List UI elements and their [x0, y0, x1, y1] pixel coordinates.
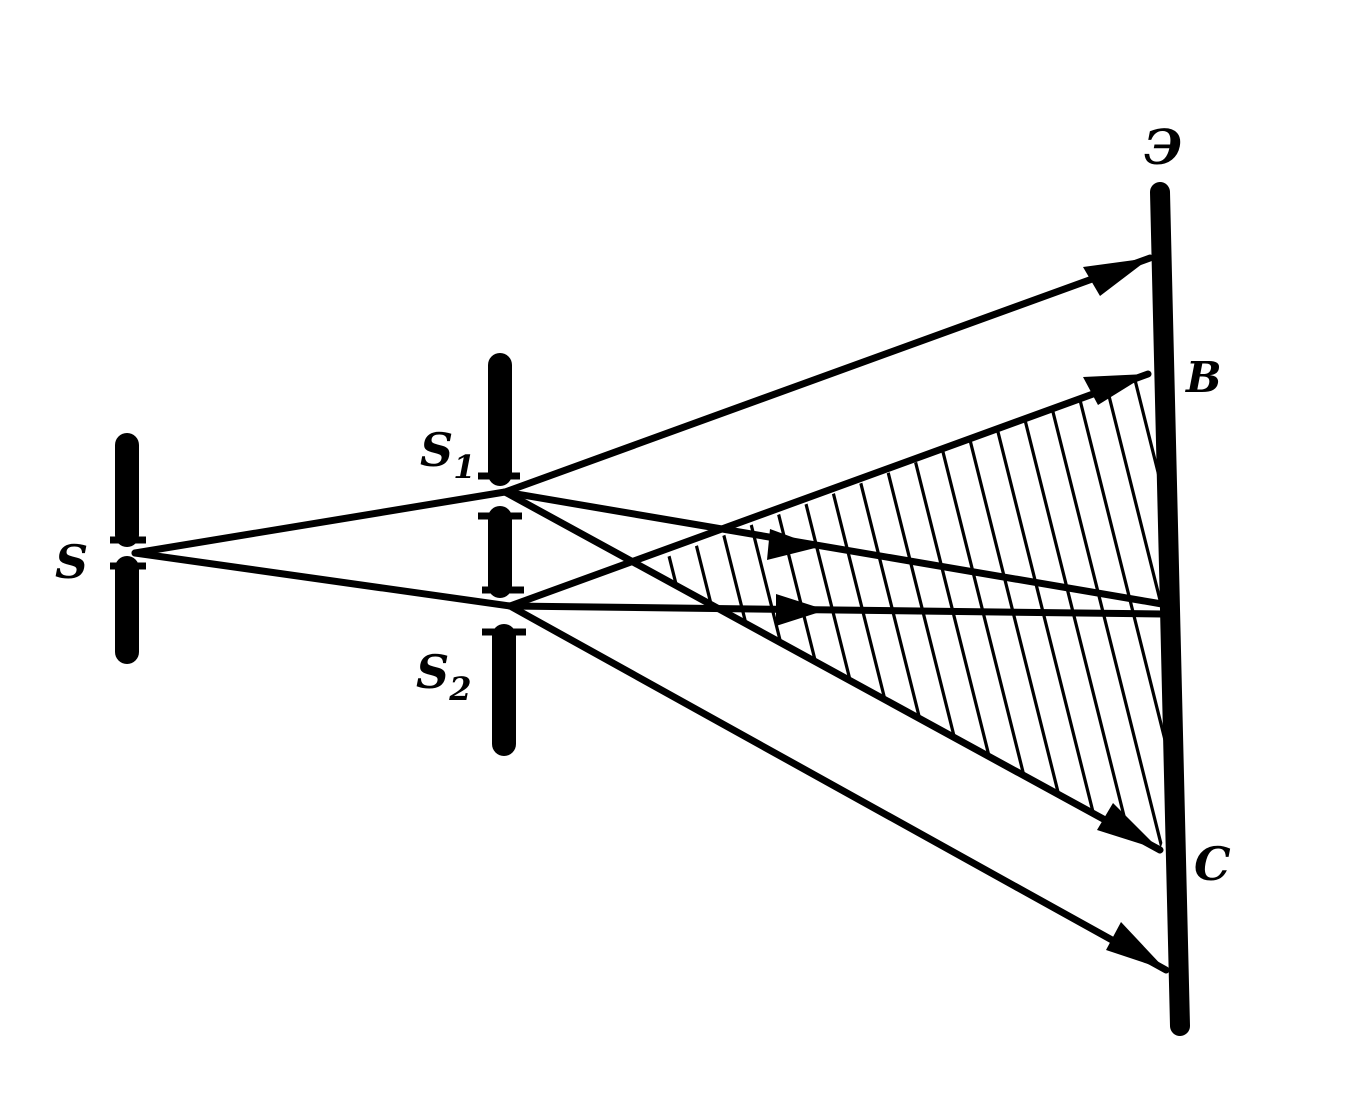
label-slit2: S2	[416, 645, 472, 708]
arrowhead-icon	[776, 594, 826, 626]
hatch-line	[1038, 374, 1170, 850]
arrowheads	[767, 258, 1166, 970]
hatch-line	[1008, 374, 1142, 850]
interference-hatching	[638, 360, 1350, 880]
source-barrier	[110, 433, 146, 664]
hatch-line	[708, 374, 842, 850]
ray-s2-to-screen-bottom	[506, 602, 1170, 974]
label-point-b: B	[1185, 353, 1222, 402]
double-slit-barrier	[478, 353, 526, 756]
arrowhead-icon	[767, 529, 819, 560]
hatch-line	[1220, 360, 1350, 880]
screen	[1150, 182, 1190, 1036]
hatch-line	[638, 374, 692, 850]
labels: S S1 S2 Э B C	[55, 120, 1231, 891]
arrowhead-icon	[1106, 922, 1166, 970]
hatch-line	[648, 374, 782, 850]
label-source: S	[55, 535, 88, 589]
arrowhead-icon	[1083, 258, 1150, 296]
arrowhead-icon	[1097, 803, 1160, 850]
hatch-line	[1128, 374, 1170, 850]
label-slit2-subscript: 2	[448, 670, 471, 708]
ray-s1-to-screen-middle	[501, 488, 1166, 608]
hatch-line	[978, 374, 1112, 850]
interference-region	[638, 360, 1350, 880]
ray-s2-to-screen-middle	[506, 602, 1166, 618]
hatch-line	[638, 374, 752, 850]
label-slit1: S1	[420, 423, 476, 486]
ray-s1-to-point-c	[501, 488, 1164, 854]
label-point-c: C	[1194, 837, 1231, 891]
hatch-line	[738, 374, 872, 850]
label-slit1-subscript: 1	[453, 448, 475, 486]
hatch-line	[1068, 374, 1170, 850]
label-slit1-letter: S	[420, 423, 453, 477]
ray-source-to-s1	[131, 488, 509, 557]
label-slit2-letter: S	[416, 645, 449, 699]
ray-s1-to-screen-top	[501, 254, 1154, 496]
label-screen: Э	[1144, 120, 1182, 176]
hatch-line	[1190, 360, 1320, 880]
light-rays	[131, 254, 1170, 974]
ray-source-to-s2	[131, 549, 514, 610]
ray-s2-to-point-b	[506, 370, 1152, 610]
arrowhead-icon	[1083, 374, 1148, 405]
hatch-line	[828, 374, 962, 850]
